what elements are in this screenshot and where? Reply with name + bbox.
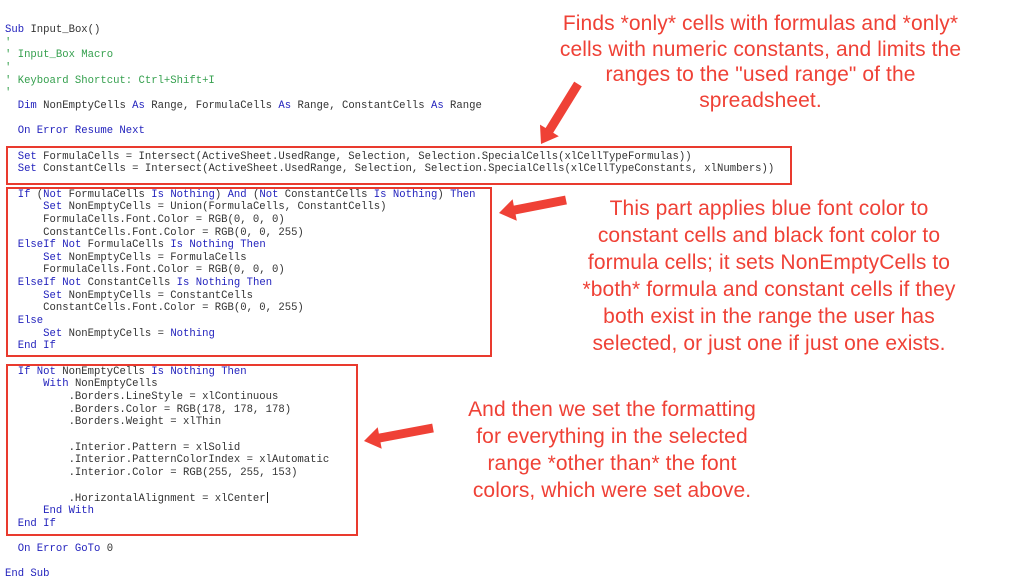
code-line: ConstantCells.Font.Color = RGB(0, 0, 255… [5, 302, 304, 315]
code-line: Set NonEmptyCells = ConstantCells [43, 289, 253, 302]
code-line: With NonEmptyCells [43, 378, 158, 391]
code-line: ' Input_Box Macro [5, 49, 114, 62]
annotation-used-range: Finds *only* cells with formulas and *on… [512, 11, 1009, 113]
code-line: Sub Input_Box() [5, 24, 101, 36]
code-line: ElseIf Not ConstantCells Is Nothing Then [17, 277, 273, 290]
code-line: On Error Resume Next [17, 125, 145, 138]
highlight-box-specialcells [6, 146, 792, 185]
code-line: Set NonEmptyCells = FormulaCells [43, 251, 247, 264]
annotation-font-color: This part applies blue font color to cons… [524, 195, 1014, 357]
code-line: .Borders.LineStyle = xlContinuous [5, 391, 279, 404]
code-line: If (Not FormulaCells Is Nothing) And (No… [17, 188, 476, 201]
annotation-line: constant cells and black font color to [597, 224, 941, 247]
code-line: .HorizontalAlignment = xlCenter [5, 492, 268, 506]
highlight-box-formatting [6, 364, 358, 536]
annotation-line: colors, which were set above. [472, 479, 752, 502]
highlight-box-font-color [6, 187, 492, 357]
annotation-line: cells with numeric constants, and limits… [559, 37, 962, 61]
annotation-line: ranges to the "used range" of the [605, 63, 916, 86]
code-line: End If [17, 517, 56, 530]
code-line: ConstantCells.Font.Color = RGB(0, 0, 255… [5, 226, 304, 239]
code-line: ' [5, 61, 12, 74]
code-line: Set ConstantCells = Intersect(ActiveShee… [17, 163, 775, 176]
code-line: If Not NonEmptyCells Is Nothing Then [17, 365, 247, 378]
vba-code-listing: Sub Input_Box()'' Input_Box Macro'' Keyb… [5, 24, 774, 581]
code-line: ' [5, 36, 12, 49]
annotation-line: selected, or just one if just one exists… [592, 332, 946, 355]
annotation-line: for everything in the selected [476, 425, 748, 448]
annotation-line: spreadsheet. [699, 88, 822, 112]
annotation-line: *both* formula and constant cells if the… [582, 278, 956, 301]
text-cursor [266, 492, 268, 504]
code-line: End If [17, 340, 56, 353]
code-line: Dim NonEmptyCells As Range, FormulaCells… [17, 99, 482, 112]
code-line: FormulaCells.Font.Color = RGB(0, 0, 0) [5, 213, 285, 226]
code-line: .Interior.Pattern = xlSolid [5, 441, 241, 454]
code-line [5, 113, 774, 126]
code-line: Set NonEmptyCells = Nothing [43, 327, 215, 340]
annotation-line: formula cells; it sets NonEmptyCells to [587, 251, 951, 274]
code-line: Set NonEmptyCells = Union(FormulaCells, … [43, 201, 387, 214]
code-line: Else [17, 315, 44, 328]
code-line: Set FormulaCells = Intersect(ActiveSheet… [17, 150, 692, 163]
code-line: ElseIf Not FormulaCells Is Nothing Then [17, 239, 266, 252]
annotation-formatting: And then we set the formatting for everyt… [422, 396, 802, 504]
code-line: FormulaCells.Font.Color = RGB(0, 0, 0) [5, 264, 285, 277]
annotation-line: range *other than* the font [487, 452, 737, 475]
code-line: .Interior.PatternColorIndex = xlAutomati… [5, 454, 330, 467]
code-line: End With [43, 504, 95, 517]
code-line: .Interior.Color = RGB(255, 255, 153) [5, 466, 298, 479]
annotation-line: both exist in the range the user has [603, 305, 935, 328]
code-line: .Borders.Weight = xlThin [5, 416, 222, 429]
code-line: On Error GoTo 0 [17, 542, 114, 555]
annotation-line: And then we set the formatting [468, 398, 756, 421]
code-line: ' [5, 87, 12, 100]
code-line: .Borders.Color = RGB(178, 178, 178) [5, 403, 292, 416]
code-line: ' Keyboard Shortcut: Ctrl+Shift+I [5, 74, 215, 87]
code-line [5, 556, 774, 569]
annotation-line: Finds *only* cells with formulas and *on… [562, 12, 959, 35]
code-line: End Sub [5, 568, 50, 581]
annotation-line: This part applies blue font color to [609, 197, 929, 220]
